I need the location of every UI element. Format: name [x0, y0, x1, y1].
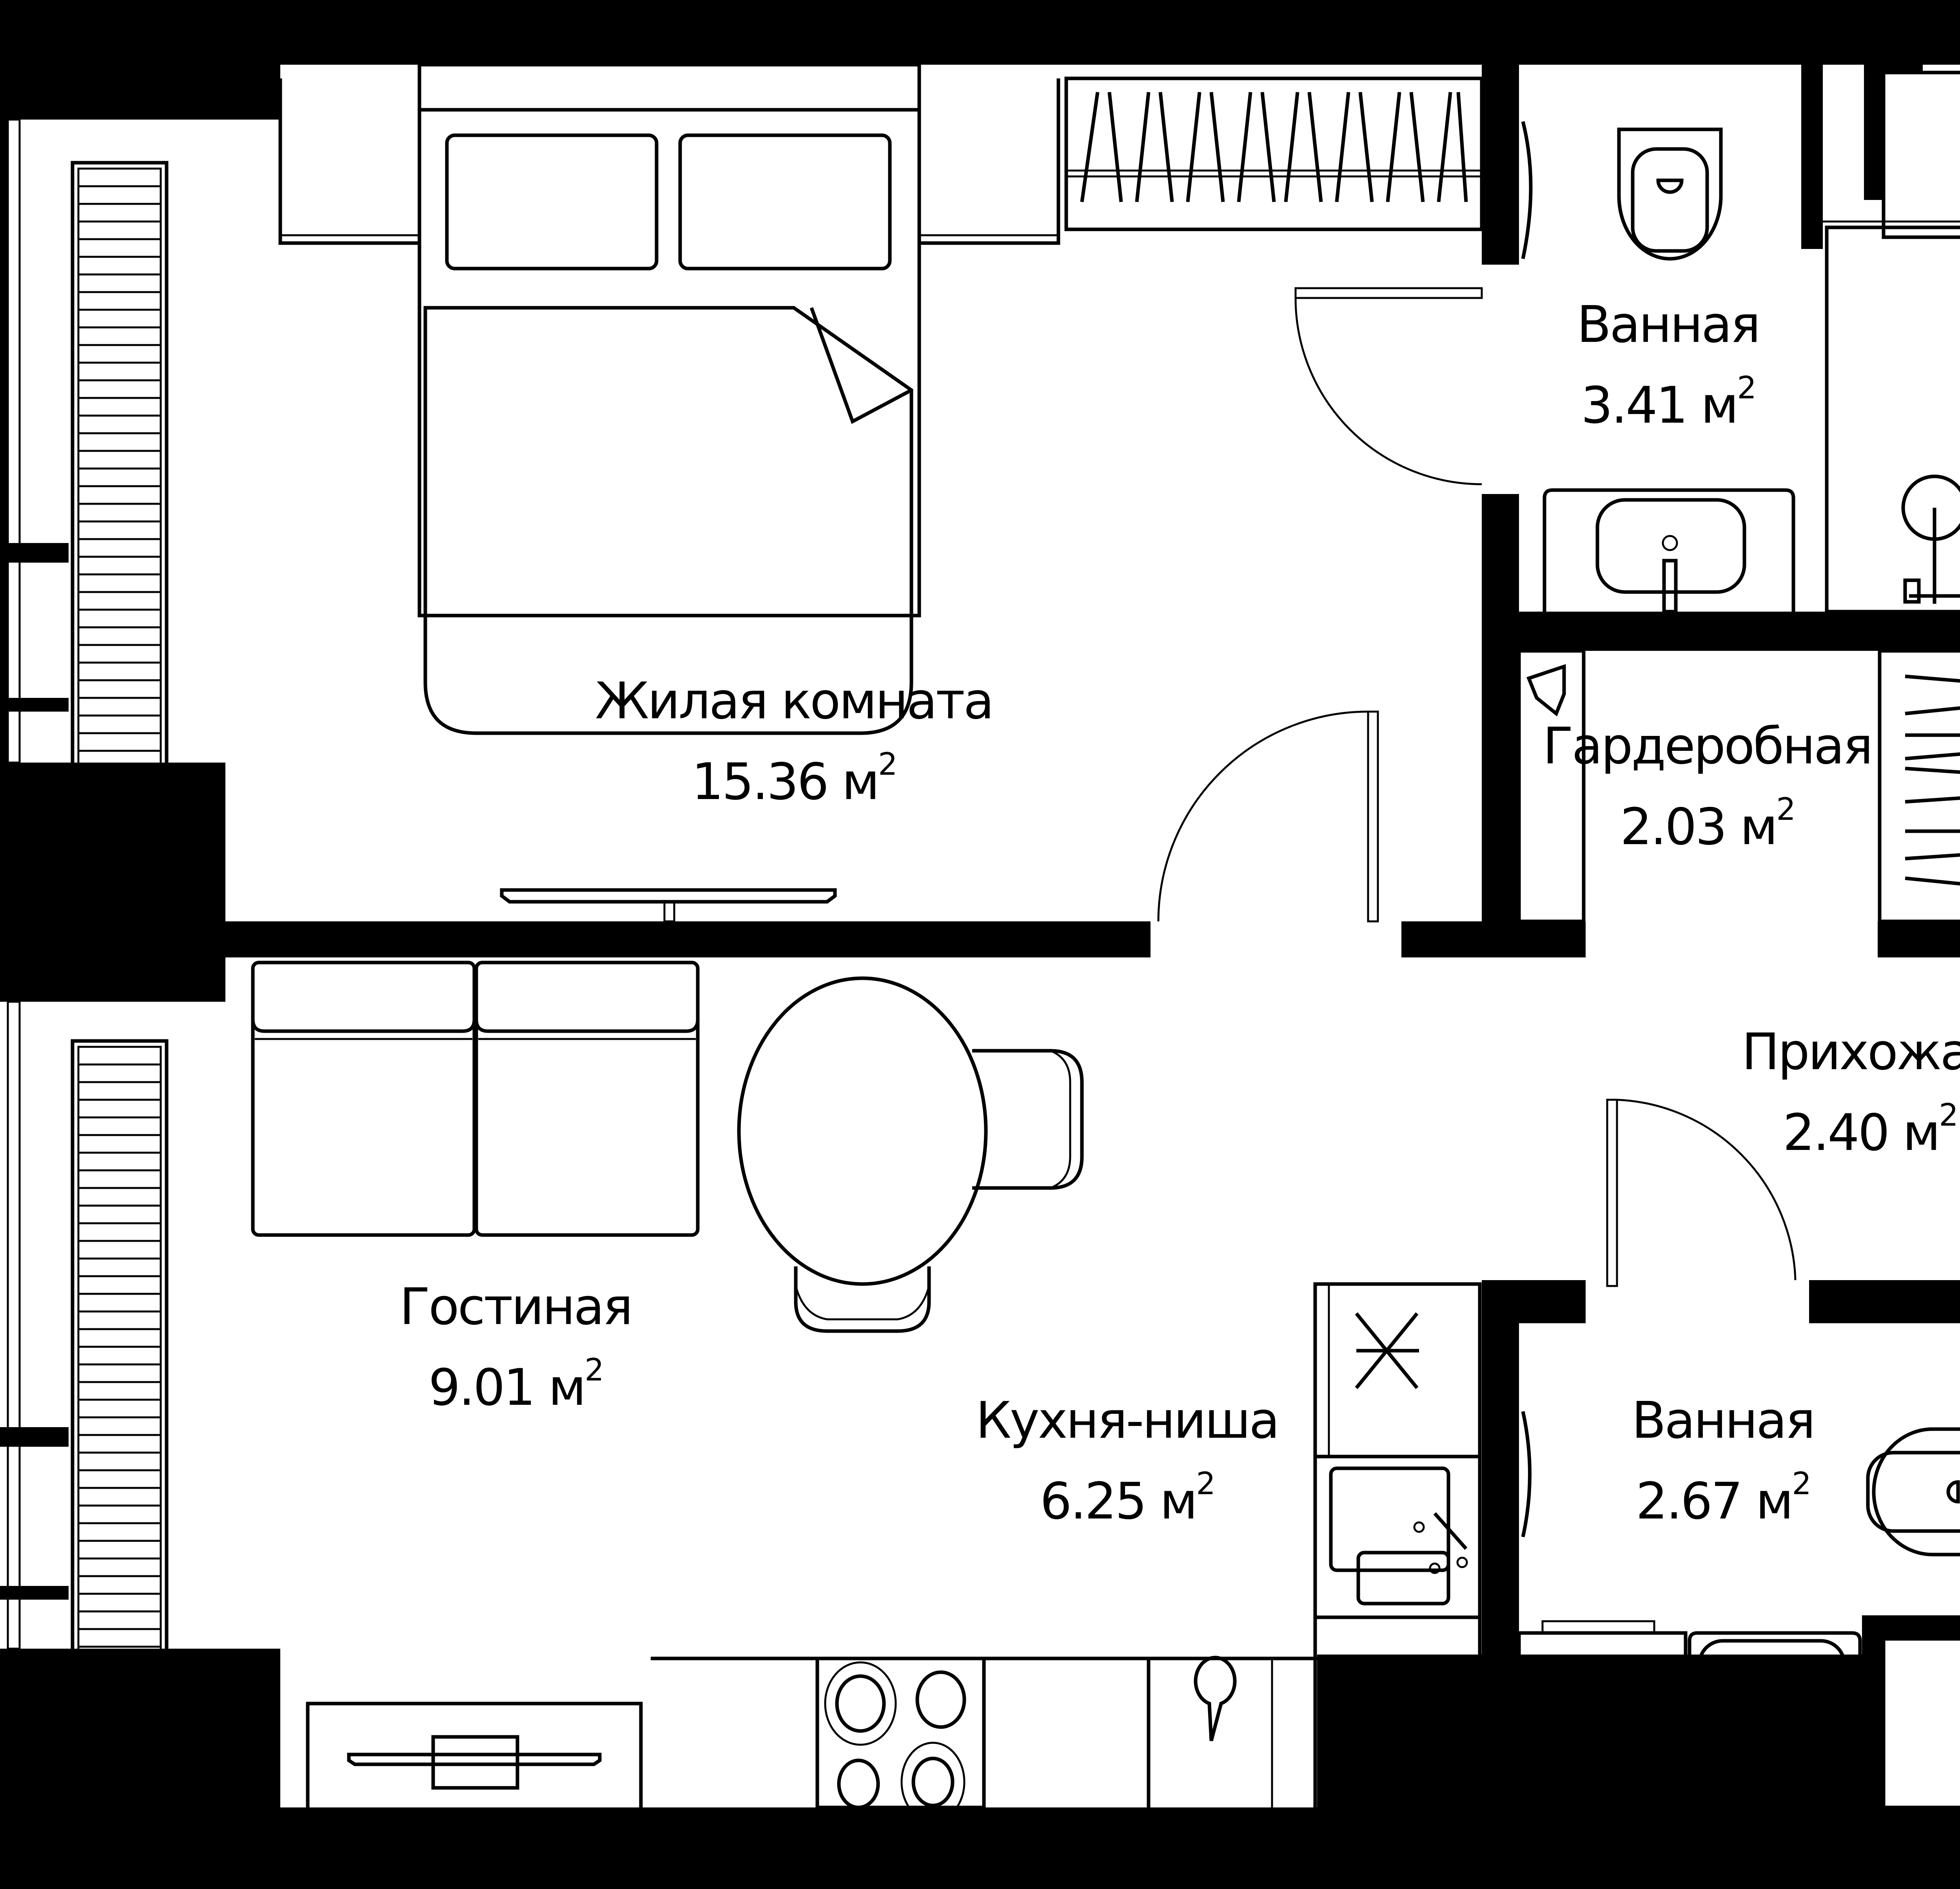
room-name: Гостиная [399, 1278, 633, 1336]
room-area: 9.01 м2 [428, 1353, 604, 1417]
room-name: Гардеробная [1543, 717, 1873, 776]
washbasin-2 [1688, 1631, 1862, 1809]
nightstand-left [278, 78, 419, 245]
room-area: 2.67 м2 [1636, 1466, 1811, 1531]
tv-stand-living [306, 1702, 643, 1811]
toilet-2 [1866, 1427, 1960, 1557]
room-label-kitchen-niche: Кухня-ниша 6.25 м2 [976, 1391, 1280, 1527]
room-label-hallway: Прихожая 2.40 м2 [1742, 1027, 1960, 1158]
room-area: 2.40 м2 [1783, 1098, 1958, 1162]
fridge [1194, 1656, 1237, 1742]
window-left-upper [7, 118, 169, 894]
room-area: 2.03 м2 [1620, 792, 1796, 856]
room-area: 15.36 м2 [691, 747, 897, 811]
door-bathroom-2[interactable] [1606, 1099, 1797, 1287]
chair-right [972, 1049, 1084, 1190]
door-bathroom-1[interactable] [1294, 287, 1483, 485]
cooktop [824, 1661, 966, 1822]
room-label-guest-room: Гостиная 9.01 м2 [399, 1278, 633, 1413]
round-table [737, 976, 988, 1286]
room-label-bathroom-1: Ванная 3.41 м2 [1577, 296, 1760, 431]
tv-stand-bedroom [500, 888, 837, 923]
shelf-left [1517, 649, 1586, 923]
kitchen-counter [651, 1657, 1317, 1809]
shaft-box [1882, 71, 1960, 239]
room-name: Кухня-ниша [976, 1391, 1280, 1450]
towel-rail [1521, 121, 1533, 259]
room-name: Прихожая [1742, 1023, 1960, 1081]
window-left-lower [7, 1001, 169, 1800]
washbasin-1 [1543, 488, 1795, 614]
double-bed [417, 63, 921, 735]
room-label-living-room: Жилая комната 15.36 м2 [595, 672, 994, 807]
wardrobe-rack [1878, 649, 1960, 923]
sofa [251, 961, 700, 1237]
room-area: 6.25 м2 [1040, 1466, 1216, 1531]
chair-bottom [794, 1266, 931, 1333]
room-label-bathroom-2: Ванная 2.67 м2 [1632, 1391, 1815, 1527]
nightstand-right [919, 78, 1060, 245]
door-bedroom[interactable] [1157, 710, 1379, 923]
room-name: Ванная [1577, 296, 1760, 354]
room-label-wardrobe: Гардеробная 2.03 м2 [1543, 717, 1873, 852]
shower [1823, 220, 1960, 614]
shaft-box [1882, 1637, 1960, 1809]
kitchen-column [1313, 1282, 1482, 1811]
wardrobe-bedroom [1064, 76, 1484, 231]
room-name: Жилая комната [595, 672, 994, 730]
washing-machine [1517, 1620, 1688, 1811]
room-name: Ванная [1632, 1391, 1815, 1450]
room-area: 3.41 м2 [1581, 371, 1757, 435]
towel-rail-2 [1521, 1411, 1532, 1537]
toilet [1617, 127, 1723, 261]
